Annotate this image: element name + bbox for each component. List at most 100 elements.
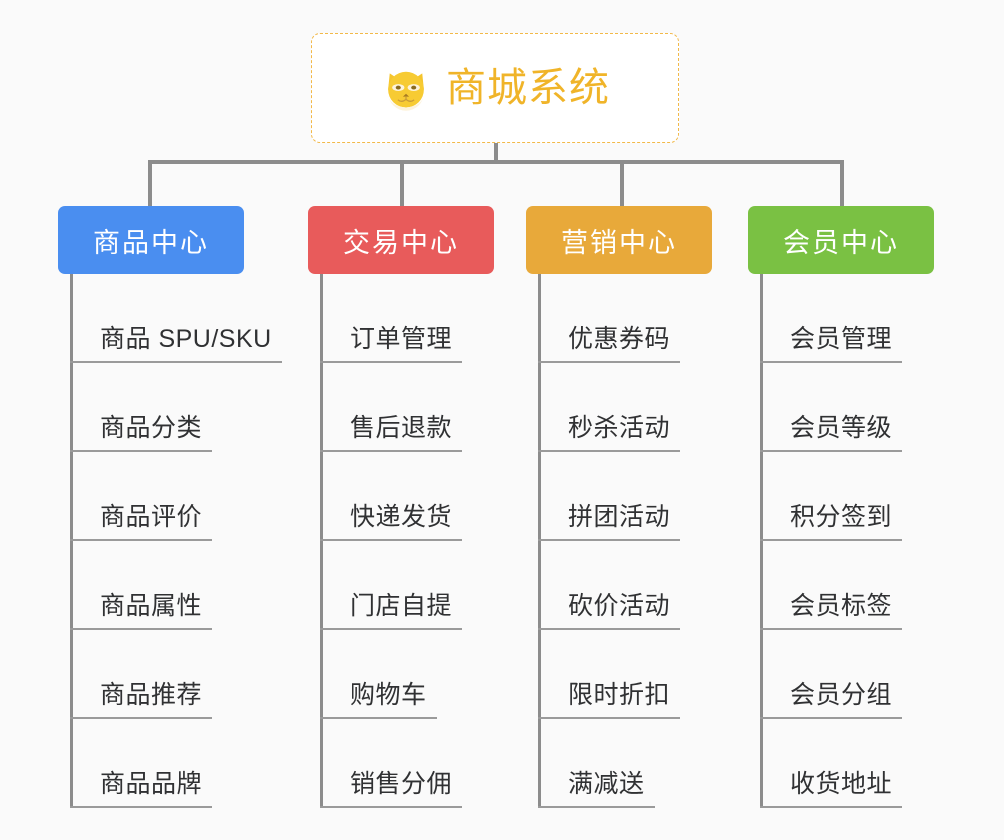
leaf-item[interactable]: 门店自提 (308, 541, 494, 630)
leaf-label: 会员等级 (790, 414, 893, 442)
connector-drop-4 (840, 160, 844, 206)
leaf-item[interactable]: 收货地址 (748, 719, 934, 808)
category-header-label-2: 交易中心 (343, 227, 459, 258)
connector-drop-3 (620, 160, 624, 206)
leaf-underline: 会员等级 (760, 408, 903, 452)
leaf-underline: 会员标签 (760, 586, 903, 630)
leaf-item[interactable]: 销售分佣 (308, 719, 494, 808)
leaf-label: 商品属性 (100, 592, 203, 620)
leaf-label: 快递发货 (350, 503, 453, 531)
leaf-underline: 满减送 (538, 764, 655, 808)
category-header-4[interactable]: 会员中心 (748, 206, 934, 274)
leaf-underline: 商品品牌 (70, 764, 213, 808)
connector-horizontal-bus (148, 160, 844, 164)
leaf-label: 门店自提 (350, 592, 453, 620)
leaf-underline: 限时折扣 (538, 675, 681, 719)
leaf-item[interactable]: 秒杀活动 (526, 363, 712, 452)
leaf-item[interactable]: 购物车 (308, 630, 494, 719)
leaf-item[interactable]: 商品推荐 (58, 630, 244, 719)
leaf-underline: 订单管理 (320, 319, 463, 363)
leaf-stem-4 (760, 274, 763, 808)
leaf-item[interactable]: 会员标签 (748, 541, 934, 630)
leaf-underline: 快递发货 (320, 497, 463, 541)
leaf-underline: 优惠券码 (538, 319, 681, 363)
leaf-underline: 商品属性 (70, 586, 213, 630)
leaf-label: 收货地址 (790, 770, 893, 798)
leaf-stem-1 (70, 274, 73, 808)
leaf-label: 会员标签 (790, 592, 893, 620)
leaf-item[interactable]: 订单管理 (308, 274, 494, 363)
leaf-item[interactable]: 商品评价 (58, 452, 244, 541)
leaf-item[interactable]: 限时折扣 (526, 630, 712, 719)
connector-drop-2 (400, 160, 404, 206)
leaf-item[interactable]: 优惠券码 (526, 274, 712, 363)
category-header-label-1: 商品中心 (93, 227, 209, 258)
leaf-underline: 商品评价 (70, 497, 213, 541)
root-node-content: 商城系统 (380, 62, 610, 114)
leaf-underline: 购物车 (320, 675, 437, 719)
leaf-stem-2 (320, 274, 323, 808)
branch-column-4: 会员中心 会员管理 会员等级 积分签到 会员标签 会员分组 收货地址 (748, 206, 934, 808)
leaf-list-4: 会员管理 会员等级 积分签到 会员标签 会员分组 收货地址 (748, 274, 934, 808)
root-node[interactable]: 商城系统 (311, 33, 679, 143)
leaf-item[interactable]: 会员等级 (748, 363, 934, 452)
leaf-underline: 拼团活动 (538, 497, 681, 541)
leaf-label: 商品品牌 (100, 770, 203, 798)
leaf-label: 优惠券码 (568, 325, 671, 353)
branch-column-1: 商品中心 商品 SPU/SKU 商品分类 商品评价 商品属性 商品推荐 商品品牌 (58, 206, 282, 808)
leaf-item[interactable]: 积分签到 (748, 452, 934, 541)
leaf-underline: 销售分佣 (320, 764, 463, 808)
leaf-item[interactable]: 拼团活动 (526, 452, 712, 541)
leaf-label: 积分签到 (790, 503, 893, 531)
leaf-label: 售后退款 (350, 414, 453, 442)
leaf-underline: 商品推荐 (70, 675, 213, 719)
leaf-item[interactable]: 快递发货 (308, 452, 494, 541)
leaf-stem-3 (538, 274, 541, 808)
leaf-item[interactable]: 商品品牌 (58, 719, 244, 808)
category-header-label-4: 会员中心 (783, 227, 899, 258)
leaf-underline: 门店自提 (320, 586, 463, 630)
leaf-item[interactable]: 售后退款 (308, 363, 494, 452)
leaf-label: 销售分佣 (350, 770, 453, 798)
leaf-label: 砍价活动 (568, 592, 671, 620)
leaf-label: 商品 SPU/SKU (100, 325, 272, 353)
leaf-label: 拼团活动 (568, 503, 671, 531)
category-header-1[interactable]: 商品中心 (58, 206, 244, 274)
leaf-underline: 售后退款 (320, 408, 463, 452)
leaf-item[interactable]: 会员分组 (748, 630, 934, 719)
category-header-label-3: 营销中心 (561, 227, 677, 258)
leaf-underline: 商品 SPU/SKU (70, 319, 282, 363)
leaf-underline: 秒杀活动 (538, 408, 681, 452)
leaf-underline: 积分签到 (760, 497, 903, 541)
leaf-label: 秒杀活动 (568, 414, 671, 442)
leaf-list-1: 商品 SPU/SKU 商品分类 商品评价 商品属性 商品推荐 商品品牌 (58, 274, 282, 808)
leaf-item[interactable]: 砍价活动 (526, 541, 712, 630)
leaf-item[interactable]: 商品属性 (58, 541, 244, 630)
shiba-dog-emoji (380, 62, 432, 114)
leaf-underline: 会员分组 (760, 675, 903, 719)
leaf-item[interactable]: 商品 SPU/SKU (58, 274, 282, 363)
leaf-list-2: 订单管理 售后退款 快递发货 门店自提 购物车 销售分佣 (308, 274, 494, 808)
leaf-underline: 收货地址 (760, 764, 903, 808)
connector-root-stem (494, 143, 498, 164)
leaf-label: 商品推荐 (100, 681, 203, 709)
leaf-label: 订单管理 (350, 325, 453, 353)
leaf-list-3: 优惠券码 秒杀活动 拼团活动 砍价活动 限时折扣 满减送 (526, 274, 712, 808)
leaf-label: 购物车 (350, 681, 427, 709)
leaf-item[interactable]: 商品分类 (58, 363, 244, 452)
leaf-label: 商品评价 (100, 503, 203, 531)
leaf-underline: 会员管理 (760, 319, 903, 363)
leaf-label: 满减送 (568, 770, 645, 798)
leaf-underline: 商品分类 (70, 408, 213, 452)
category-header-2[interactable]: 交易中心 (308, 206, 494, 274)
leaf-item[interactable]: 会员管理 (748, 274, 934, 363)
connector-drop-1 (148, 160, 152, 206)
leaf-item[interactable]: 满减送 (526, 719, 712, 808)
leaf-underline: 砍价活动 (538, 586, 681, 630)
branch-column-2: 交易中心 订单管理 售后退款 快递发货 门店自提 购物车 销售分佣 (308, 206, 494, 808)
category-header-3[interactable]: 营销中心 (526, 206, 712, 274)
branch-column-3: 营销中心 优惠券码 秒杀活动 拼团活动 砍价活动 限时折扣 满减送 (526, 206, 712, 808)
root-title: 商城系统 (446, 66, 610, 110)
leaf-label: 限时折扣 (568, 681, 671, 709)
